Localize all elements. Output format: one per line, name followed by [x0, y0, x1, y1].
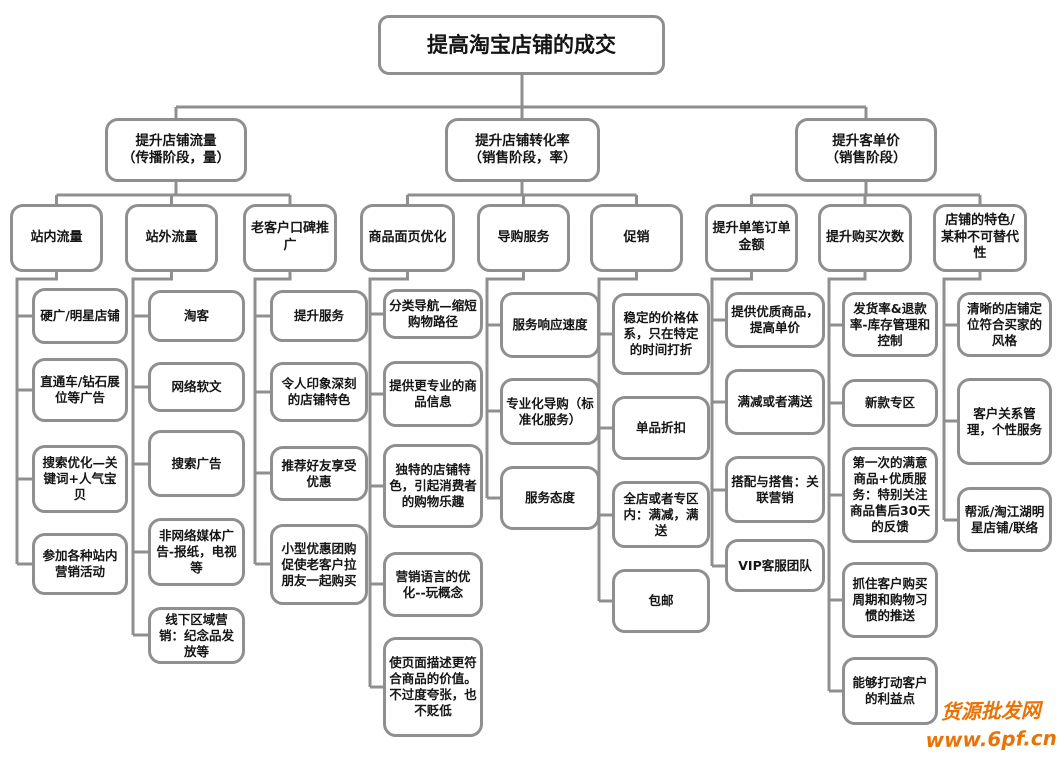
leaf-storewide-deals: 全店或者专区内：满减，满送	[612, 481, 710, 548]
leaf-new-arrivals-zone: 新款专区	[842, 379, 938, 427]
leaf-through-train-ads: 直通车/钻石展位等广告	[32, 358, 128, 422]
leaf-vip-service-team: VIP客服团队	[725, 539, 825, 592]
leaf-group-buying: 小型优惠团购促使老客户拉朋友一起购买	[270, 524, 368, 605]
leaf-offline-regional-marketing: 线下区域营销：纪念品发放等	[148, 607, 245, 664]
node-offsite-traffic: 站外流量	[125, 204, 218, 272]
leaf-offline-media-ads: 非网络媒体广告-报纸，电视等	[148, 518, 245, 586]
node-promotion: 促销	[590, 204, 683, 272]
leaf-search-ads: 搜索广告	[148, 430, 245, 497]
leaf-accurate-description: 使页面描述更符合商品的价值。不过度夸张，也不贬低	[383, 637, 483, 737]
node-group-traffic: 提升店铺流量 （传播阶段，量）	[105, 118, 247, 182]
leaf-bundling-cross-sell: 搭配与搭售：关联营销	[725, 456, 825, 523]
leaf-taoke: 淘客	[148, 290, 245, 342]
leaf-quality-products: 提供优质商品，提高单价	[725, 292, 825, 348]
leaf-stable-pricing: 稳定的价格体系，只在特定的时间打折	[612, 293, 710, 375]
node-shopping-guide: 导购服务	[477, 204, 570, 272]
leaf-customer-benefits: 能够打动客户的利益点	[842, 657, 938, 725]
watermark-site-name: 货源批发网	[940, 698, 1041, 724]
leaf-hard-ads: 硬广/明星店铺	[32, 288, 128, 344]
leaf-marketing-language: 营销语言的优化--玩概念	[383, 552, 483, 617]
node-order-amount: 提升单笔订单金额	[705, 204, 798, 272]
leaf-response-speed: 服务响应速度	[500, 292, 600, 358]
leaf-crm-personalized-service: 客户关系管理，个性服务	[957, 378, 1052, 465]
node-word-of-mouth: 老客户口碑推广	[243, 204, 337, 272]
node-store-uniqueness: 店铺的特色/某种不可替代性	[933, 204, 1027, 272]
node-group-conversion: 提升店铺转化率 （销售阶段，率）	[445, 118, 600, 182]
node-product-page: 商品面页优化	[360, 204, 455, 272]
node-root-title: 提高淘宝店铺的成交	[378, 15, 665, 75]
leaf-onsite-marketing: 参加各种站内营销活动	[32, 533, 128, 595]
leaf-improve-service: 提升服务	[270, 290, 368, 342]
node-group-order-value: 提升客单价 （销售阶段）	[795, 118, 937, 182]
leaf-item-discount: 单品折扣	[612, 396, 710, 460]
leaf-spend-threshold-deals: 满减或者满送	[725, 369, 825, 435]
leaf-professional-info: 提供更专业的商品信息	[383, 361, 483, 427]
leaf-free-shipping: 包邮	[612, 569, 710, 633]
watermark-site-url: www.6pf.cn	[925, 725, 1058, 753]
leaf-clear-positioning: 清晰的店铺定位符合买家的风格	[957, 292, 1052, 357]
leaf-service-attitude: 服务态度	[500, 466, 600, 530]
node-onsite-traffic: 站内流量	[10, 204, 103, 272]
leaf-first-purchase-satisfaction: 第一次的满意商品+优质服务：特别关注商品售后30天的反馈	[842, 447, 938, 543]
leaf-search-optimization: 搜索优化—关键词+人气宝贝	[32, 445, 128, 513]
leaf-soft-articles: 网络软文	[148, 362, 245, 412]
leaf-community-alliances: 帮派/淘江湖明星店铺/联络	[957, 487, 1052, 552]
leaf-unique-store-features: 独特的店铺特色，引起消费者的购物乐趣	[383, 444, 483, 528]
site-watermark: 货源批发网 www.6pf.cn	[925, 696, 1058, 754]
leaf-purchase-cycle-push: 抓住客户购买周期和购物习惯的推送	[842, 562, 938, 638]
leaf-professional-guidance: 专业化导购（标准化服务）	[500, 378, 600, 445]
leaf-impressive-features: 令人印象深刻的店铺特色	[270, 362, 368, 422]
node-purchase-frequency: 提升购买次数	[818, 204, 912, 272]
leaf-shipping-refund-rate: 发货率&退款率-库存管理和控制	[842, 292, 938, 357]
leaf-referral-discount: 推荐好友享受优惠	[270, 446, 368, 501]
leaf-category-navigation: 分类导航—缩短购物路径	[383, 289, 483, 339]
